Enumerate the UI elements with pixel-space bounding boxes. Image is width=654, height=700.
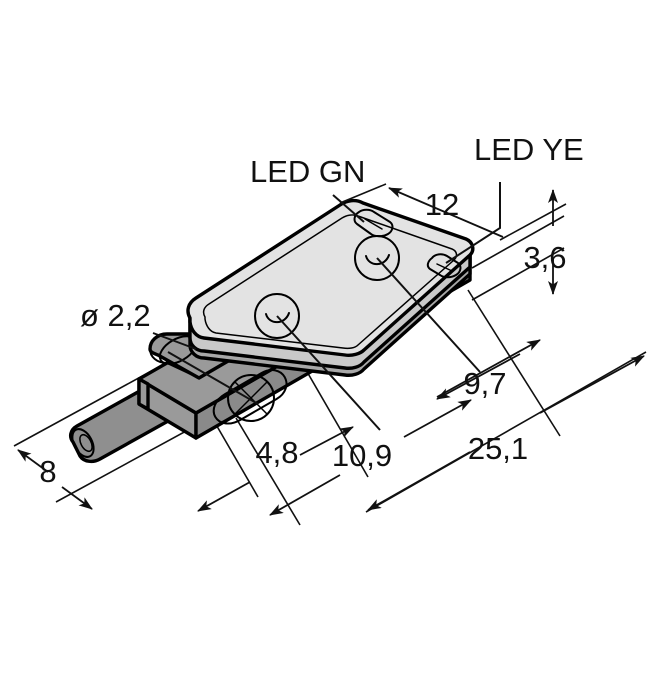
dimension-10-9: 10,9 <box>269 399 472 516</box>
leader-led-ye <box>445 182 501 264</box>
leader-marker-rear <box>376 257 481 373</box>
dimension-4-8-label: 4,8 <box>255 435 298 470</box>
callout-led-ye: LED YE <box>474 132 584 167</box>
cable-end-face <box>71 428 95 458</box>
leader-hole-diameter <box>152 332 197 350</box>
dimension-9-7-label: 9,7 <box>463 366 506 401</box>
dimension-4-8: 4,8 <box>197 426 354 512</box>
dimension-12: 12 <box>339 183 504 238</box>
sensing-face-marker-rear <box>354 235 400 281</box>
dimension-8: 8 <box>17 449 93 510</box>
mounting-hole-front-crosshair <box>234 381 268 415</box>
dimension-9-7: 9,7 <box>436 339 541 401</box>
leader-led-gn <box>332 194 365 223</box>
led-green-indicator <box>353 208 394 238</box>
callout-hole-diameter: ø 2,2 <box>80 298 151 333</box>
leader-hole-rear <box>167 351 259 405</box>
dimension-25-1: 25,1 <box>367 355 645 511</box>
dimension-10-9-label: 10,9 <box>332 438 392 473</box>
callout-led-gn: LED GN <box>250 154 365 189</box>
leader-lines <box>152 182 501 431</box>
dimension-3-6-label: 3,6 <box>523 240 566 275</box>
mounting-hole-front <box>227 374 275 422</box>
dimension-8-label: 8 <box>39 454 56 489</box>
dimension-25-1-label: 25,1 <box>468 431 528 466</box>
leader-marker-front <box>276 315 381 431</box>
led-yellow-indicator <box>426 253 462 279</box>
dimension-3-6: 3,6 <box>523 189 567 295</box>
cable-end-inner <box>79 433 93 453</box>
dimension-12-label: 12 <box>425 187 459 222</box>
sensing-face-marker-front <box>254 293 300 339</box>
sensor-body <box>186 198 475 377</box>
